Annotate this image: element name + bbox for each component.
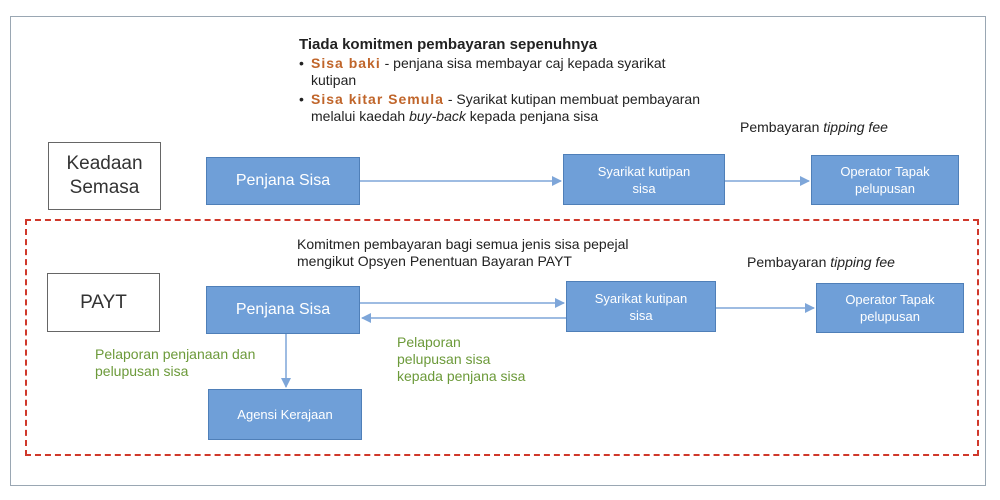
payt-description: Komitmen pembayaran bagi semua jenis sis… <box>297 236 629 270</box>
diagram-frame <box>10 16 986 486</box>
label-payt: PAYT <box>47 273 160 332</box>
desc-line: Komitmen pembayaran bagi semua jenis sis… <box>297 236 629 252</box>
box-text: Penjana Sisa <box>235 301 331 318</box>
box-agensi-kerajaan: Agensi Kerajaan <box>208 389 362 440</box>
bullet-text-kitar-a: Syarikat kutipan membuat pembayaran mela… <box>311 91 700 124</box>
box-text: Syarikat kutipan <box>597 163 691 179</box>
green-line: kepada penjana sisa <box>397 368 526 384</box>
box-operator-payt: Operator Tapak pelupusan <box>816 283 964 333</box>
payment-italic: tipping fee <box>823 119 888 135</box>
box-syarikat-kutipan-payt: Syarikat kutipan sisa <box>566 281 716 332</box>
payment-note-payt: Pembayaran tipping fee <box>747 254 895 271</box>
box-text: sisa <box>629 307 653 323</box>
box-operator-current: Operator Tapak pelupusan <box>811 155 959 205</box>
green-line: Pelaporan penjanaan dan <box>95 346 256 362</box>
bullet-sisa-kitar: Sisa kitar Semula - Syarikat kutipan mem… <box>297 91 702 125</box>
box-text: Penjana Sisa <box>235 172 331 189</box>
bullet-text-kitar-b: kepada penjana sisa <box>465 108 599 124</box>
green-note-left: Pelaporan penjanaan dan pelupusan sisa <box>95 346 255 380</box>
label-line: Keadaan <box>66 153 143 174</box>
label-keadaan-semasa: Keadaan Semasa <box>48 142 161 210</box>
payment-note-top: Pembayaran tipping fee <box>740 119 888 136</box>
payment-prefix: Pembayaran <box>747 254 831 270</box>
green-line: pelupusan sisa <box>397 351 491 367</box>
bullet-separator: - <box>443 91 457 107</box>
box-text: pelupusan <box>860 309 920 324</box>
bullet-text-kitar-italic: buy-back <box>409 108 466 124</box>
bullet-text-sisa-baki: penjana sisa membayar caj kepada syarika… <box>311 55 666 88</box>
payment-prefix: Pembayaran <box>740 119 824 135</box>
label-line: PAYT <box>80 291 127 313</box>
bullet-separator: - <box>380 55 394 71</box>
top-heading: Tiada komitmen pembayaran sepenuhnya <box>299 36 598 53</box>
payt-dashed-region <box>25 219 979 456</box>
bullet-sisa-baki: Sisa baki - penjana sisa membayar caj ke… <box>297 55 702 89</box>
label-line: Semasa <box>69 177 140 198</box>
box-text: pelupusan <box>855 181 915 196</box>
term-sisa-kitar: Sisa kitar Semula <box>311 91 444 107</box>
box-text: Agensi Kerajaan <box>237 407 333 422</box>
box-text: Operator Tapak <box>840 164 930 179</box>
green-note-mid: Pelaporan pelupusan sisa kepada penjana … <box>397 334 525 385</box>
green-line: pelupusan sisa <box>95 363 189 379</box>
top-bullets: Sisa baki - penjana sisa membayar caj ke… <box>297 55 702 125</box>
desc-line: mengikut Opsyen Penentuan Bayaran PAYT <box>297 253 572 269</box>
box-syarikat-kutipan-current: Syarikat kutipan sisa <box>563 154 725 205</box>
term-sisa-baki: Sisa baki <box>311 55 381 71</box>
payment-italic: tipping fee <box>830 254 895 270</box>
box-text: Syarikat kutipan <box>594 290 688 306</box>
box-text: sisa <box>632 180 656 196</box>
green-line: Pelaporan <box>397 334 461 350</box>
box-penjana-sisa-payt: Penjana Sisa <box>206 286 360 334</box>
box-text: Operator Tapak <box>845 292 935 307</box>
box-penjana-sisa-current: Penjana Sisa <box>206 157 360 205</box>
